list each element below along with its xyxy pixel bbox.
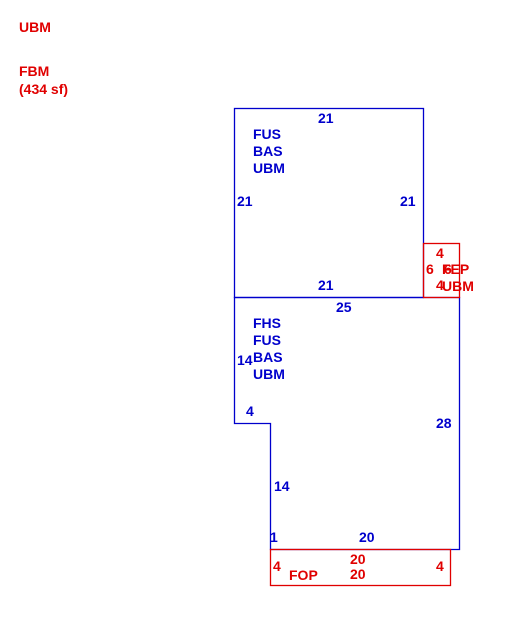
- small-porch-bottom-dimension: 4: [436, 277, 444, 293]
- front-porch-outline: [269, 548, 452, 587]
- lower-code-2: FUS: [253, 332, 281, 348]
- lower-bottom-dimension: 20: [359, 529, 375, 545]
- upper-top-dimension: 21: [318, 110, 334, 126]
- upper-left-dimension: 21: [237, 193, 253, 209]
- legend-fbm-area: (434 sf): [19, 81, 68, 97]
- lower-code-3: BAS: [253, 349, 283, 365]
- lower-top-dimension: 25: [336, 299, 352, 315]
- legend-fbm: FBM: [19, 63, 49, 79]
- lower-right-dimension: 28: [436, 415, 452, 431]
- upper-code-3: UBM: [253, 160, 285, 176]
- legend-ubm: UBM: [19, 19, 51, 35]
- lower-corner-dimension: 1: [270, 529, 278, 545]
- front-porch-bottom-dimension: 20: [350, 566, 366, 582]
- lower-notch-dimension: 4: [246, 403, 254, 419]
- small-porch-left-dimension: 6: [426, 261, 434, 277]
- small-porch-code: FEP: [442, 261, 469, 277]
- lower-left-lower-dimension: 14: [274, 478, 290, 494]
- small-porch-code-2: UBM: [442, 278, 474, 294]
- upper-bottom-dimension: 21: [318, 277, 334, 293]
- front-porch-left-dimension: 4: [273, 558, 281, 574]
- lower-left-upper-dimension: 14: [237, 352, 253, 368]
- upper-code-1: FUS: [253, 126, 281, 142]
- front-porch-code: FOP: [289, 567, 318, 583]
- small-porch-outline: [422, 242, 461, 299]
- upper-right-dimension: 21: [400, 193, 416, 209]
- small-porch-right-dimension: 6: [444, 261, 452, 277]
- lower-code-1: FHS: [253, 315, 281, 331]
- front-porch-top-dimension: 20: [350, 551, 366, 567]
- lower-code-4: UBM: [253, 366, 285, 382]
- small-porch-top-dimension: 4: [436, 245, 444, 261]
- upper-code-2: BAS: [253, 143, 283, 159]
- front-porch-right-dimension: 4: [436, 558, 444, 574]
